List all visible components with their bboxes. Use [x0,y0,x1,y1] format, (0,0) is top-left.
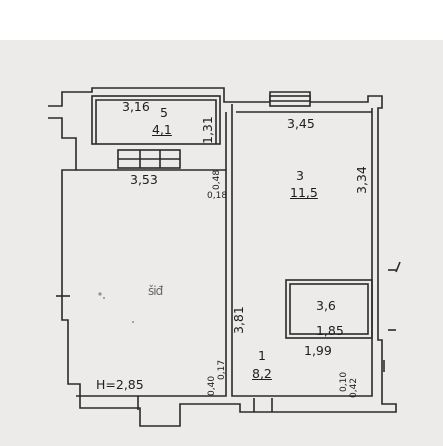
ceiling-height-label: H=2,85 [96,377,144,392]
wall-label-0-18: 0,18 [207,191,228,201]
room-1-dim-side: 3,81 [231,306,246,334]
bathroom-dim-bottom: 1,85 [316,323,344,338]
room-1-number: 1 [258,348,266,363]
bathroom-dim-side: 1,99 [304,343,332,358]
room-3-dim-side: 3,34 [354,166,369,194]
room-5-dim-top: 3,16 [122,99,150,114]
living-room-walls [76,169,227,397]
room-5-inner-line [95,99,217,144]
smudged-text: šiđ [148,284,163,298]
room-3-number: 3 [296,168,304,183]
room-3-dim-top: 3,45 [287,116,315,131]
scanned-plan-sheet [0,40,443,446]
wall-label-0-42: 0,42 [349,377,359,398]
room-5-walls [91,95,221,145]
room-3-area: 11,5 [290,185,318,200]
wall-label-0-17: 0,17 [217,359,227,380]
living-room-dim-top: 3,53 [130,172,158,187]
corridor-wall [231,104,373,397]
wall-label-0-40: 0,40 [207,375,217,396]
outer-wall [48,87,397,427]
bathroom-walls [285,279,373,339]
room-5-area: 4,1 [152,122,172,137]
room-1-area: 8,2 [252,366,272,381]
wall-label-0-48: 0,48 [212,169,222,190]
wall-label-0-10: 0,10 [339,371,349,392]
bathroom-area: 3,6 [316,298,336,313]
room-5-dim-side: 1,31 [200,116,215,144]
room-5-number: 5 [160,105,168,120]
